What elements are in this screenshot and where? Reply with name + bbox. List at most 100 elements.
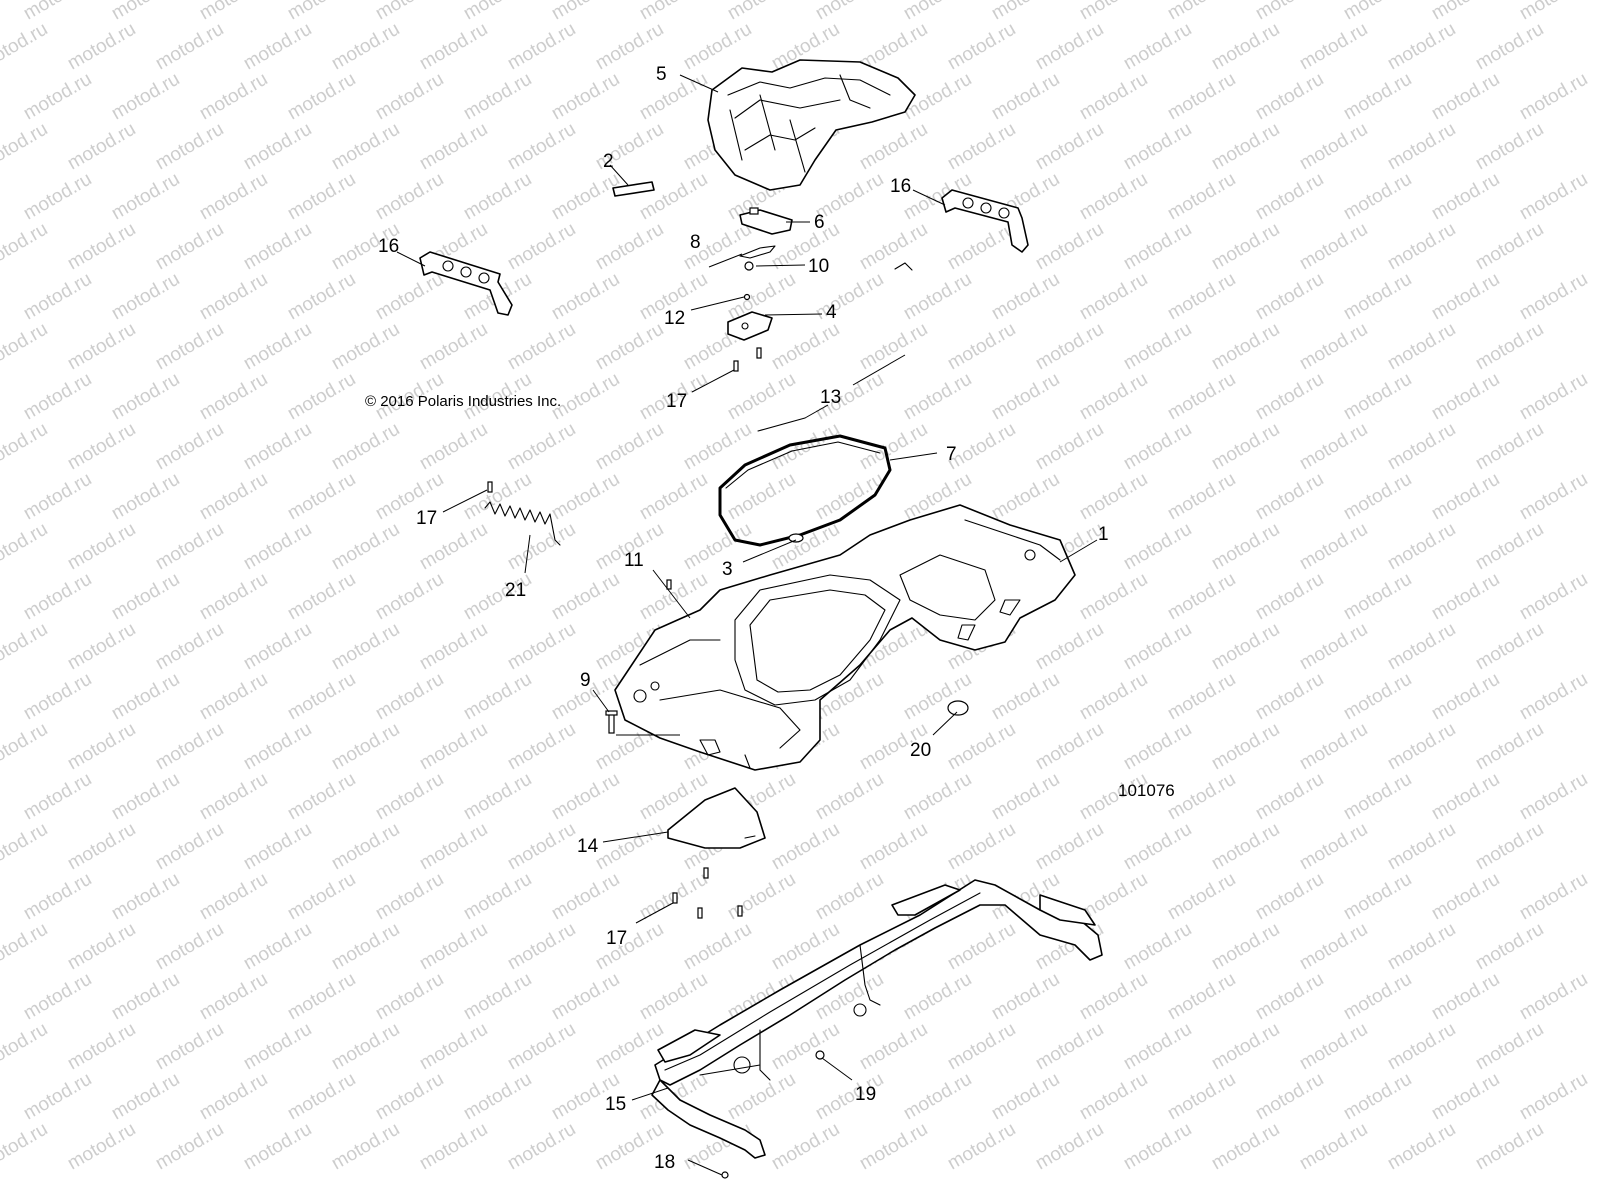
watermark-text: motod.ru (416, 919, 491, 975)
callout-17-bottom: 17 (606, 928, 627, 949)
watermark-text: motod.ru (328, 719, 403, 775)
watermark-text: motod.ru (416, 719, 491, 775)
part-18-nut (721, 1171, 729, 1179)
callout-6: 6 (814, 212, 825, 233)
watermark-text: motod.ru (1076, 69, 1151, 125)
watermark-text: motod.ru (504, 719, 579, 775)
watermark-text: motod.ru (988, 69, 1063, 125)
watermark-text: motod.ru (1076, 569, 1151, 625)
watermark-text: motod.ru (504, 619, 579, 675)
watermark-text: motod.ru (240, 419, 315, 475)
watermark-text: motod.ru (240, 819, 315, 875)
watermark-text: motod.ru (196, 369, 271, 425)
callout-5: 5 (656, 64, 667, 85)
watermark-text: motod.ru (1516, 669, 1591, 725)
watermark-text: motod.ru (504, 519, 579, 575)
watermark-text: motod.ru (1384, 319, 1459, 375)
watermark-text: motod.ru (372, 1069, 447, 1125)
watermark-text: motod.ru (724, 1069, 799, 1125)
watermark-text: motod.ru (680, 19, 755, 75)
watermark-text: motod.ru (1472, 119, 1547, 175)
watermark-text: motod.ru (0, 619, 51, 675)
watermark-text: motod.ru (856, 119, 931, 175)
watermark-text: motod.ru (1516, 969, 1591, 1025)
watermark-text: motod.ru (108, 869, 183, 925)
watermark-text: motod.ru (1340, 69, 1415, 125)
watermark-text: motod.ru (1384, 719, 1459, 775)
watermark-text: motod.ru (240, 619, 315, 675)
watermark-text: motod.ru (152, 419, 227, 475)
watermark-text: motod.ru (64, 719, 139, 775)
watermark-text: motod.ru (724, 369, 799, 425)
watermark-text: motod.ru (20, 669, 95, 725)
watermark-text: motod.ru (1296, 819, 1371, 875)
watermark-text: motod.ru (416, 1019, 491, 1075)
watermark-text: motod.ru (1164, 769, 1239, 825)
watermark-text: motod.ru (680, 919, 755, 975)
watermark-text: motod.ru (1384, 919, 1459, 975)
watermark-text: motod.ru (416, 119, 491, 175)
watermark-text: motod.ru (592, 919, 667, 975)
watermark-text: motod.ru (900, 969, 975, 1025)
watermark-text: motod.ru (1472, 819, 1547, 875)
callout-20: 20 (910, 740, 931, 761)
watermark-text: motod.ru (1428, 169, 1503, 225)
watermark-text: motod.ru (1164, 0, 1239, 24)
watermark-text: motod.ru (0, 519, 51, 575)
watermark-text: motod.ru (1120, 919, 1195, 975)
watermark-text: motod.ru (108, 69, 183, 125)
watermark-text: motod.ru (724, 0, 799, 24)
watermark-text: motod.ru (1340, 269, 1415, 325)
watermark-text: motod.ru (1120, 619, 1195, 675)
watermark-text: motod.ru (284, 569, 359, 625)
watermark-text: motod.ru (504, 819, 579, 875)
callout-8: 8 (690, 232, 701, 253)
watermark-text: motod.ru (1164, 269, 1239, 325)
callout-4: 4 (826, 302, 837, 323)
watermark-text: motod.ru (548, 69, 623, 125)
part-10-nut (744, 261, 754, 271)
watermark-text: motod.ru (372, 0, 447, 24)
watermark-text: motod.ru (284, 669, 359, 725)
watermark-text: motod.ru (1120, 1019, 1195, 1075)
watermark-text: motod.ru (1164, 969, 1239, 1025)
watermark-text: motod.ru (1032, 619, 1107, 675)
watermark-text: motod.ru (548, 569, 623, 625)
watermark-text: motod.ru (196, 1069, 271, 1125)
watermark-text: motod.ru (152, 1019, 227, 1075)
watermark-text: motod.ru (152, 819, 227, 875)
watermark-text: motod.ru (1252, 669, 1327, 725)
watermark-text: motod.ru (1120, 519, 1195, 575)
watermark-text: motod.ru (328, 819, 403, 875)
watermark-text: motod.ru (152, 719, 227, 775)
watermark-text: motod.ru (416, 19, 491, 75)
part-17-bolts-bottom (672, 867, 743, 919)
part-17-bolt-spring (487, 481, 493, 493)
watermark-text: motod.ru (504, 1019, 579, 1075)
watermark-text: motod.ru (1472, 419, 1547, 475)
watermark-text: motod.ru (284, 469, 359, 525)
watermark-text: motod.ru (0, 919, 51, 975)
watermark-text: motod.ru (1516, 69, 1591, 125)
watermark-text: motod.ru (1120, 219, 1195, 275)
watermark-text: motod.ru (1120, 819, 1195, 875)
watermark-text: motod.ru (1472, 919, 1547, 975)
callout-17-top: 17 (666, 391, 687, 412)
watermark-text: motod.ru (1208, 319, 1283, 375)
watermark-text: motod.ru (1076, 669, 1151, 725)
watermark-text: motod.ru (152, 119, 227, 175)
watermark-text: motod.ru (1296, 219, 1371, 275)
watermark-text: motod.ru (328, 319, 403, 375)
watermark-text: motod.ru (988, 669, 1063, 725)
watermark-text: motod.ru (152, 219, 227, 275)
watermark-text: motod.ru (988, 469, 1063, 525)
watermark-text: motod.ru (1120, 419, 1195, 475)
watermark-text: motod.ru (1428, 669, 1503, 725)
watermark-text: motod.ru (1252, 0, 1327, 24)
watermark-text: motod.ru (0, 719, 51, 775)
watermark-text: motod.ru (856, 319, 931, 375)
watermark-text: motod.ru (1428, 469, 1503, 525)
watermark-text: motod.ru (108, 469, 183, 525)
watermark-text: motod.ru (1164, 1069, 1239, 1125)
watermark-text: motod.ru (1252, 269, 1327, 325)
